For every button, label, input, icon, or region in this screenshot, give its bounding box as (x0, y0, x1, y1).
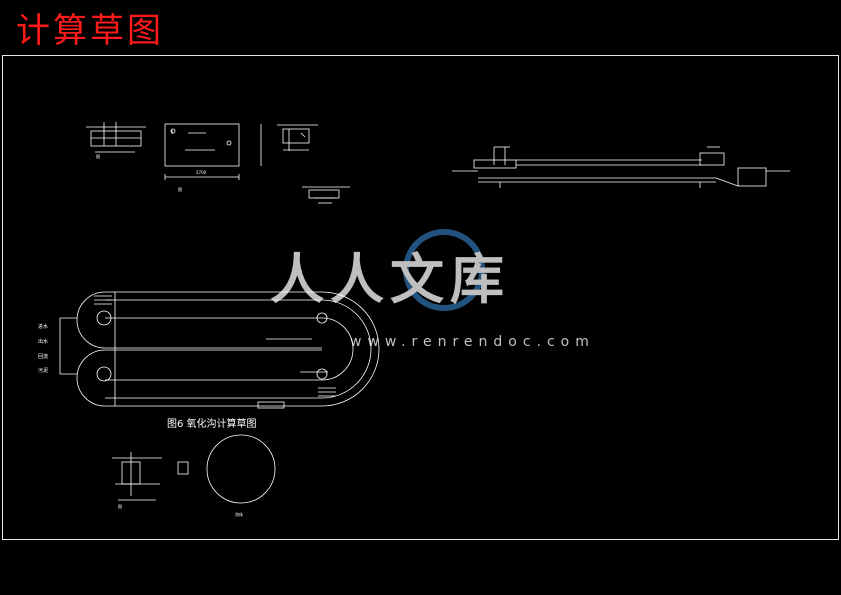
section-detail-3 (302, 186, 350, 204)
tank-note-box (177, 461, 189, 475)
drawing-frame (2, 55, 839, 540)
tank-label: 池体 (235, 511, 243, 517)
label-inflow: 进水 (38, 323, 48, 330)
label-sludge: 污泥 (38, 367, 48, 374)
watermark: 人人文库 www.renrendoc.com (270, 229, 595, 350)
page-title: 计算草图 (16, 11, 164, 51)
plan-caption: 图 (178, 186, 182, 192)
label-outflow: 出水 (38, 338, 48, 345)
well-detail (112, 452, 162, 501)
section-detail-2 (277, 124, 318, 151)
watermark-brand: 人人文库 (270, 248, 510, 311)
section-detail-1 (86, 122, 146, 153)
plan-dimension: 2700 (196, 170, 207, 175)
plan-view-detail (164, 123, 262, 180)
label-return: 回流 (38, 353, 48, 360)
profile-elevation (452, 146, 790, 188)
round-tank (206, 434, 276, 504)
watermark-url: www.renrendoc.com (350, 334, 595, 350)
well-caption: 图 (118, 503, 122, 509)
detail-1-caption: 图 (96, 153, 100, 159)
main-caption: 图6 氧化沟计算草图 (167, 417, 257, 430)
watermark-ring-icon (403, 229, 485, 311)
oxidation-ditch-plan (59, 291, 380, 409)
